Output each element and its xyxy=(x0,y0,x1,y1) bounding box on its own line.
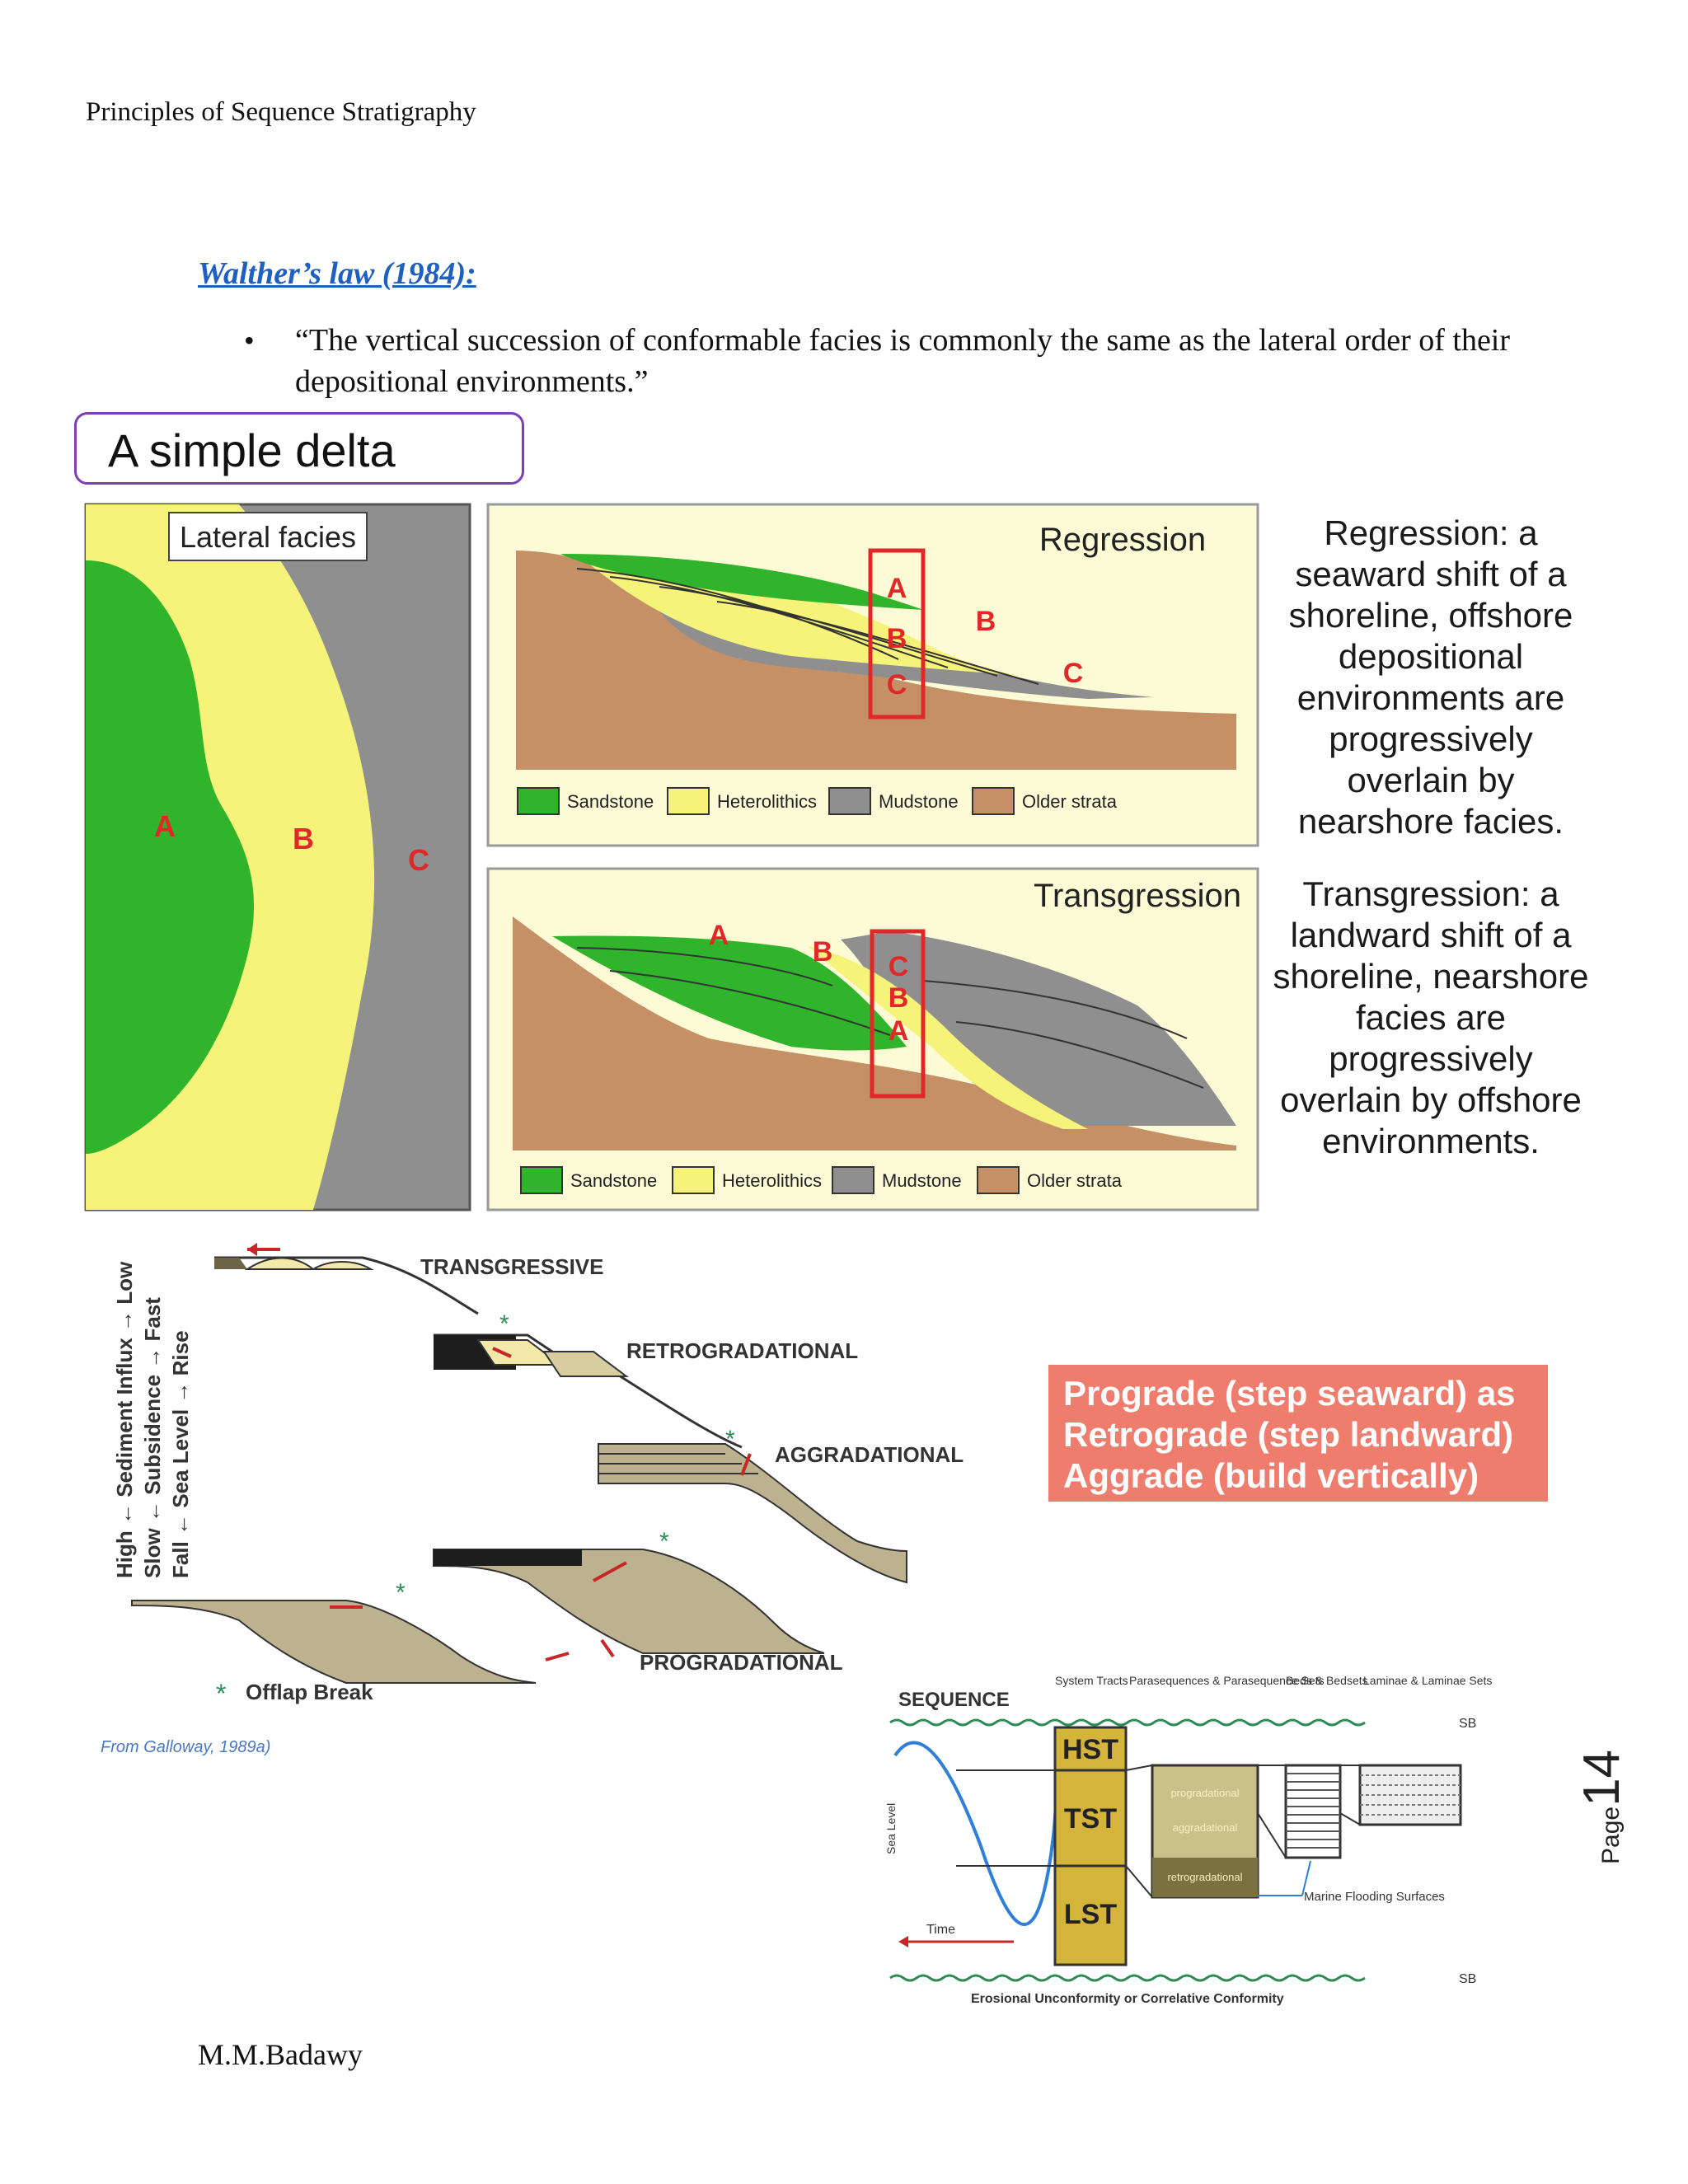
lateral-facies-map: Lateral facies A B C xyxy=(84,503,471,1212)
lateral-facies-label: Lateral facies xyxy=(180,520,356,554)
note-prograde: Prograde (step seaward) as xyxy=(1063,1374,1516,1413)
tr-letter-b: B xyxy=(889,982,909,1014)
stacking-patterns-diagram: High ← Sediment Influx → Low Slow ← Subs… xyxy=(101,1243,964,1756)
time-label: Time xyxy=(926,1923,955,1937)
col-parasequences: Parasequences & Parasequence Sets xyxy=(1129,1674,1325,1687)
mfs-label: Marine Flooding Surfaces xyxy=(1304,1890,1445,1904)
section-title: Walther’s law (1984): xyxy=(198,256,476,291)
reg-legend-sandstone: Sandstone xyxy=(567,791,654,812)
transgression-description: Transgression: a landward shift of a sho… xyxy=(1273,874,1589,1160)
regression-title: Regression xyxy=(1039,522,1206,558)
facies-b-label: B xyxy=(293,822,314,855)
label-aggradational: AGGRADATIONAL xyxy=(775,1442,964,1467)
citation: From Galloway, 1989a) xyxy=(101,1738,270,1756)
reg-side-b: B xyxy=(976,606,996,637)
offlap-star-3: * xyxy=(659,1528,669,1555)
col-laminae: Laminae & Laminae Sets xyxy=(1363,1674,1492,1687)
tr-side-b: B xyxy=(813,936,833,968)
offlap-legend-star: * xyxy=(216,1679,226,1708)
regression-description: Regression: a seaward shift of a shoreli… xyxy=(1288,513,1573,841)
tr-letter-a: A xyxy=(889,1015,909,1047)
sequence-diagram: SEQUENCE System Tracts Parasequences & P… xyxy=(884,1674,1492,2006)
label-progradational: PROGRADATIONAL xyxy=(640,1650,843,1675)
reg-letter-a: A xyxy=(887,573,907,604)
reg-side-c: C xyxy=(1063,658,1084,689)
col-beds: Beds & Bedsets xyxy=(1286,1674,1368,1687)
tr-legend-heterolithics: Heterolithics xyxy=(722,1170,822,1191)
tract-lst: LST xyxy=(1064,1899,1117,1930)
stacking-note-box: Prograde (step seaward) as Retrograde (s… xyxy=(1048,1365,1548,1502)
bottom-label: Erosional Unconformity or Correlative Co… xyxy=(971,1992,1284,2006)
page-word: Page xyxy=(1597,1806,1625,1864)
offlap-star-2: * xyxy=(725,1426,735,1453)
offlap-star-1: * xyxy=(499,1310,509,1338)
sb-bottom: SB xyxy=(1459,1972,1476,1986)
tr-letter-c: C xyxy=(889,951,909,982)
axis-subsidence: Slow ← Subsidence → Fast xyxy=(140,1297,165,1578)
label-transgressive: TRANSGRESSIVE xyxy=(420,1254,604,1279)
sequence-title: SEQUENCE xyxy=(898,1689,1010,1711)
axis-sea-level: Fall ← Sea Level → Rise xyxy=(168,1330,193,1578)
transgression-panel: C B A A B Transgression Sandstone Hetero… xyxy=(486,867,1259,1212)
author-footer: M.M.Badawy xyxy=(198,2038,363,2071)
page-number: Page14 xyxy=(1573,1750,1631,1864)
transgression-title: Transgression xyxy=(1034,878,1241,914)
inner-retro: retrogradational xyxy=(1167,1871,1242,1883)
reg-legend-heterolithics: Heterolithics xyxy=(717,791,817,812)
tract-hst: HST xyxy=(1062,1734,1118,1765)
reg-letter-b: B xyxy=(887,623,907,654)
tr-legend-mudstone: Mudstone xyxy=(882,1170,962,1191)
page-header: Principles of Sequence Stratigraphy xyxy=(86,97,476,127)
inner-prog: progradational xyxy=(1170,1787,1239,1799)
facies-a-label: A xyxy=(154,809,176,843)
reg-legend-older: Older strata xyxy=(1022,791,1118,812)
regression-panel: A B C B C Regression Sandstone Heterolit… xyxy=(486,503,1259,847)
sb-top: SB xyxy=(1459,1717,1476,1731)
sea-level-label: Sea Level xyxy=(884,1803,898,1854)
note-retrograde: Retrograde (step landward) xyxy=(1063,1415,1514,1454)
inner-aggr: aggradational xyxy=(1173,1821,1238,1834)
axis-sediment-influx: High ← Sediment Influx → Low xyxy=(112,1261,137,1578)
offlap-break-label: Offlap Break xyxy=(246,1680,373,1704)
reg-letter-c: C xyxy=(887,669,907,701)
walthers-law-quote: “The vertical succession of conformable … xyxy=(295,323,1511,399)
tract-tst: TST xyxy=(1064,1803,1117,1835)
reg-legend-mudstone: Mudstone xyxy=(879,791,959,812)
col-system-tracts: System Tracts xyxy=(1055,1674,1128,1687)
page-num: 14 xyxy=(1573,1749,1630,1807)
note-aggrade: Aggrade (build vertically) xyxy=(1063,1456,1479,1495)
tr-side-a: A xyxy=(709,920,729,951)
facies-c-label: C xyxy=(408,843,429,877)
bullet-marker: • xyxy=(244,324,255,357)
tr-legend-older: Older strata xyxy=(1027,1170,1123,1191)
label-retrogradational: RETROGRADATIONAL xyxy=(626,1338,858,1363)
tr-legend-sandstone: Sandstone xyxy=(570,1170,657,1191)
offlap-star-4: * xyxy=(396,1579,406,1606)
